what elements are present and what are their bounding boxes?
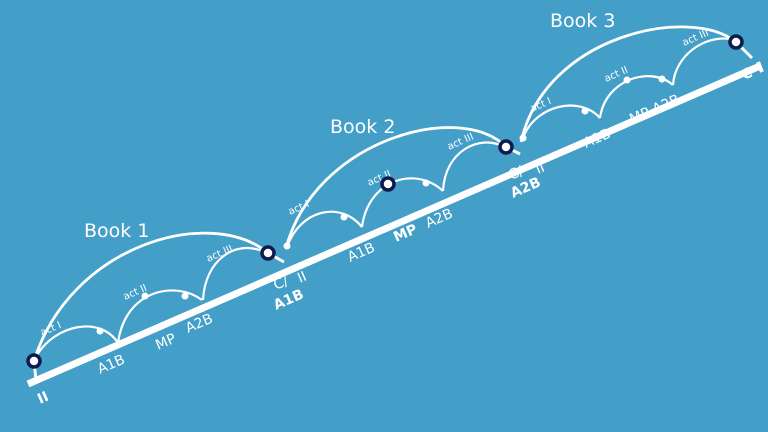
beat-dot bbox=[658, 75, 666, 83]
act-arc bbox=[285, 210, 363, 248]
beat-dot bbox=[283, 242, 291, 250]
beat-dot bbox=[623, 76, 631, 84]
act-label: act I bbox=[39, 320, 63, 339]
node-marker bbox=[260, 245, 276, 261]
act-arc bbox=[441, 141, 503, 192]
beat-dot bbox=[141, 292, 149, 300]
node-marker bbox=[26, 353, 42, 369]
beat-dot bbox=[519, 134, 527, 142]
timeline-label: MP bbox=[153, 331, 178, 354]
timeline-end-cap bbox=[756, 61, 764, 73]
beat-dot bbox=[581, 107, 589, 115]
node-marker bbox=[498, 139, 514, 155]
book-arc bbox=[519, 25, 737, 143]
timeline-label: A1B bbox=[581, 126, 613, 152]
act-label: act I bbox=[529, 96, 553, 115]
act-label: act III bbox=[446, 132, 476, 153]
beat-dot bbox=[96, 327, 104, 335]
book-title: Book 1 bbox=[84, 220, 149, 242]
timeline-axis bbox=[26, 62, 762, 388]
act-label: act III bbox=[681, 28, 711, 49]
beat-dot bbox=[340, 213, 348, 221]
timeline-label: C/ bbox=[506, 163, 526, 184]
act-label: act II bbox=[122, 283, 149, 303]
beat-dot bbox=[181, 292, 189, 300]
timeline-label: II bbox=[35, 389, 51, 408]
act-arc bbox=[201, 246, 263, 301]
act-arc bbox=[116, 289, 203, 344]
book-2: Book 2 act I act II act III A1B MP A2B C… bbox=[283, 116, 547, 266]
book-arc bbox=[32, 231, 269, 362]
book-1: Book 1 act I act II act III II A1B MP A2… bbox=[32, 220, 309, 408]
timeline-label: C/ bbox=[271, 273, 291, 294]
timeline-label: II bbox=[295, 269, 309, 287]
act-arc bbox=[521, 104, 601, 139]
node-marker bbox=[380, 176, 396, 192]
timeline-label: MP A2B bbox=[627, 92, 682, 128]
node-marker bbox=[728, 34, 744, 50]
beat-dot bbox=[422, 179, 430, 187]
act-arc bbox=[36, 325, 119, 356]
book-title: Book 2 bbox=[330, 116, 395, 138]
book-arc bbox=[284, 126, 507, 249]
book-title: Book 3 bbox=[550, 10, 615, 32]
act-arc bbox=[671, 37, 731, 86]
act-label: act III bbox=[205, 244, 235, 265]
